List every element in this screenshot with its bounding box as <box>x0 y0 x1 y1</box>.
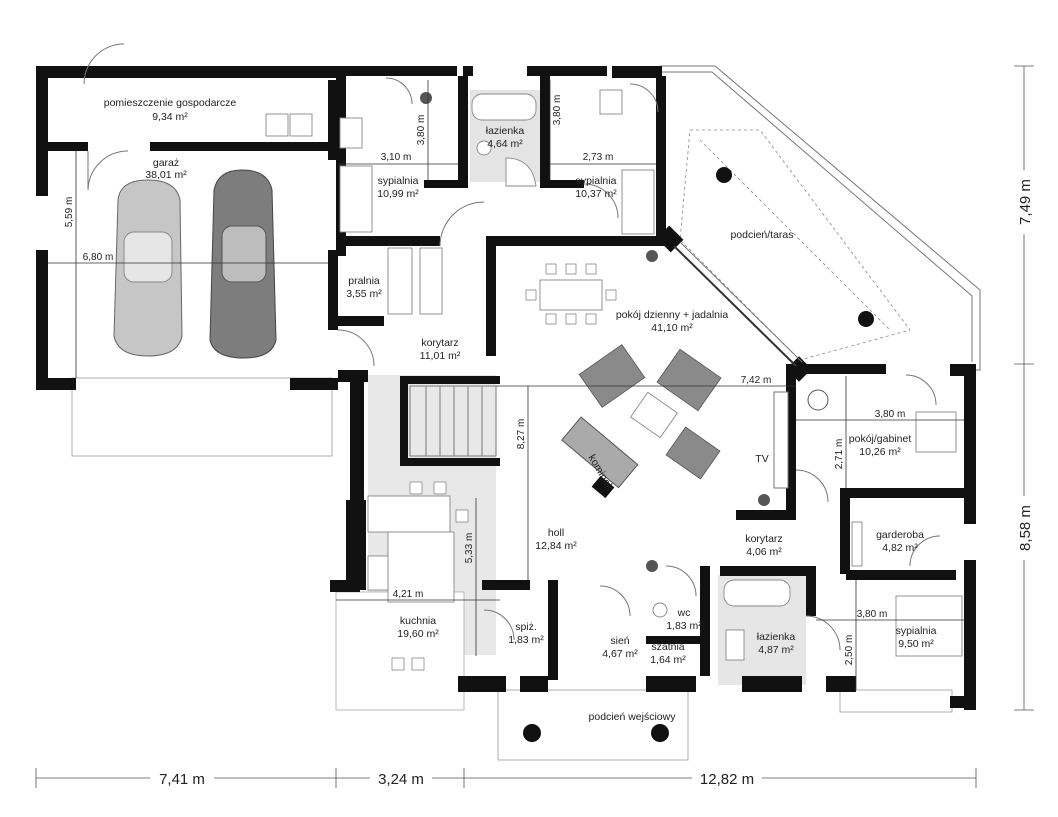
room-bedroom1-name: sypialnia <box>378 175 419 187</box>
dim-380c: 3,80 m <box>875 409 906 420</box>
dim-421: 4,21 m <box>393 589 424 600</box>
room-laundry-area: 3,55 m² <box>346 288 382 300</box>
room-bedroom3-area: 9,50 m² <box>898 638 934 650</box>
room-bedroom1-area: 10,99 m² <box>377 188 419 200</box>
inner-dim-labels: 3,10 m 3,80 m 3,80 m 2,73 m 5,59 m 6,80 … <box>64 95 905 666</box>
stairs <box>409 385 497 457</box>
room-pantry-area: 1,83 m² <box>508 634 544 646</box>
room-office-area: 10,26 m² <box>859 446 901 458</box>
doors <box>83 43 941 651</box>
dim-outer-right-bottom: 8,58 m <box>1017 505 1034 551</box>
dim-827: 8,27 m <box>516 419 527 450</box>
dim-271: 2,71 m <box>834 439 845 470</box>
room-laundry-name: pralnia <box>348 275 380 287</box>
room-living-area: 41,10 m² <box>651 322 693 334</box>
room-bedroom2-name: sypialnia <box>576 175 617 187</box>
room-wardrobe-name: garderoba <box>876 529 924 541</box>
room-entrance-name: podcień wejściowy <box>589 711 677 723</box>
room-wc-name: wc <box>677 607 691 619</box>
room-pantry-name: spiż. <box>515 621 537 633</box>
room-bedroom3-name: sypialnia <box>896 625 937 637</box>
room-labels: pomieszczenie gospodarcze 9,34 m² garaż … <box>104 97 937 723</box>
dim-742: 7,42 m <box>741 375 772 386</box>
dim-outer-bottom-mid: 3,24 m <box>378 771 424 788</box>
room-kitchen-name: kuchnia <box>400 615 436 627</box>
room-wardrobe2-name: szatnia <box>651 641 684 653</box>
room-bedroom2-area: 10,37 m² <box>575 188 617 200</box>
room-bathroom2-name: łazienka <box>757 631 796 643</box>
room-garage-name: garaż <box>153 157 179 169</box>
dim-outer-right-top: 7,49 m <box>1017 179 1034 225</box>
dim-380a: 3,80 m <box>416 115 427 146</box>
dim-380b: 3,80 m <box>552 95 563 126</box>
furniture <box>113 89 963 742</box>
room-office-name: pokój/gabinet <box>849 433 912 445</box>
walls <box>36 66 976 710</box>
room-terrace-name: podcień/taras <box>730 229 793 241</box>
dim-outer-bottom-right: 12,82 m <box>700 771 754 788</box>
room-utility-name: pomieszczenie gospodarcze <box>104 97 237 109</box>
room-wc-area: 1,83 m² <box>666 620 702 632</box>
room-vestibule-area: 4,67 m² <box>602 648 638 660</box>
room-corridor2-area: 4,06 m² <box>746 546 782 558</box>
room-vestibule-name: sień <box>610 635 629 647</box>
floor-fills <box>71 90 953 761</box>
car-right <box>209 169 277 359</box>
dim-310: 3,10 m <box>381 152 412 163</box>
room-living-name: pokój dzienny + jadalnia <box>616 309 729 321</box>
dim-273: 2,73 m <box>583 152 614 163</box>
room-kitchen-area: 19,60 m² <box>397 628 439 640</box>
dim-outer-bottom-left: 7,41 m <box>159 771 205 788</box>
room-hall-area: 12,84 m² <box>535 540 577 552</box>
tv-label: TV <box>755 453 768 465</box>
room-corridor1-name: korytarz <box>421 337 458 349</box>
room-corridor2-name: korytarz <box>745 533 782 545</box>
room-corridor1-area: 11,01 m² <box>420 350 461 362</box>
inner-dim-lines <box>48 80 964 690</box>
room-wardrobe-area: 4,82 m² <box>882 542 918 554</box>
terrace-outline <box>660 65 981 371</box>
dim-533: 5,33 m <box>464 533 475 564</box>
car-left <box>113 179 183 357</box>
room-bathroom1-name: łazienka <box>486 125 525 137</box>
dim-559: 5,59 m <box>64 197 75 228</box>
room-utility-area: 9,34 m² <box>152 111 188 123</box>
room-bathroom2-area: 4,87 m² <box>758 644 794 656</box>
room-wardrobe2-area: 1,64 m² <box>650 654 686 666</box>
dim-680: 6,80 m <box>83 252 114 263</box>
dim-380d: 3,80 m <box>857 609 888 620</box>
dim-250: 2,50 m <box>844 635 855 666</box>
outer-dim-labels: 7,41 m 3,24 m 12,82 m 7,49 m 8,58 m <box>150 170 1034 788</box>
room-garage-area: 38,01 m² <box>145 169 187 181</box>
room-hall-name: holl <box>548 527 564 539</box>
room-bathroom1-area: 4,64 m² <box>487 138 523 150</box>
